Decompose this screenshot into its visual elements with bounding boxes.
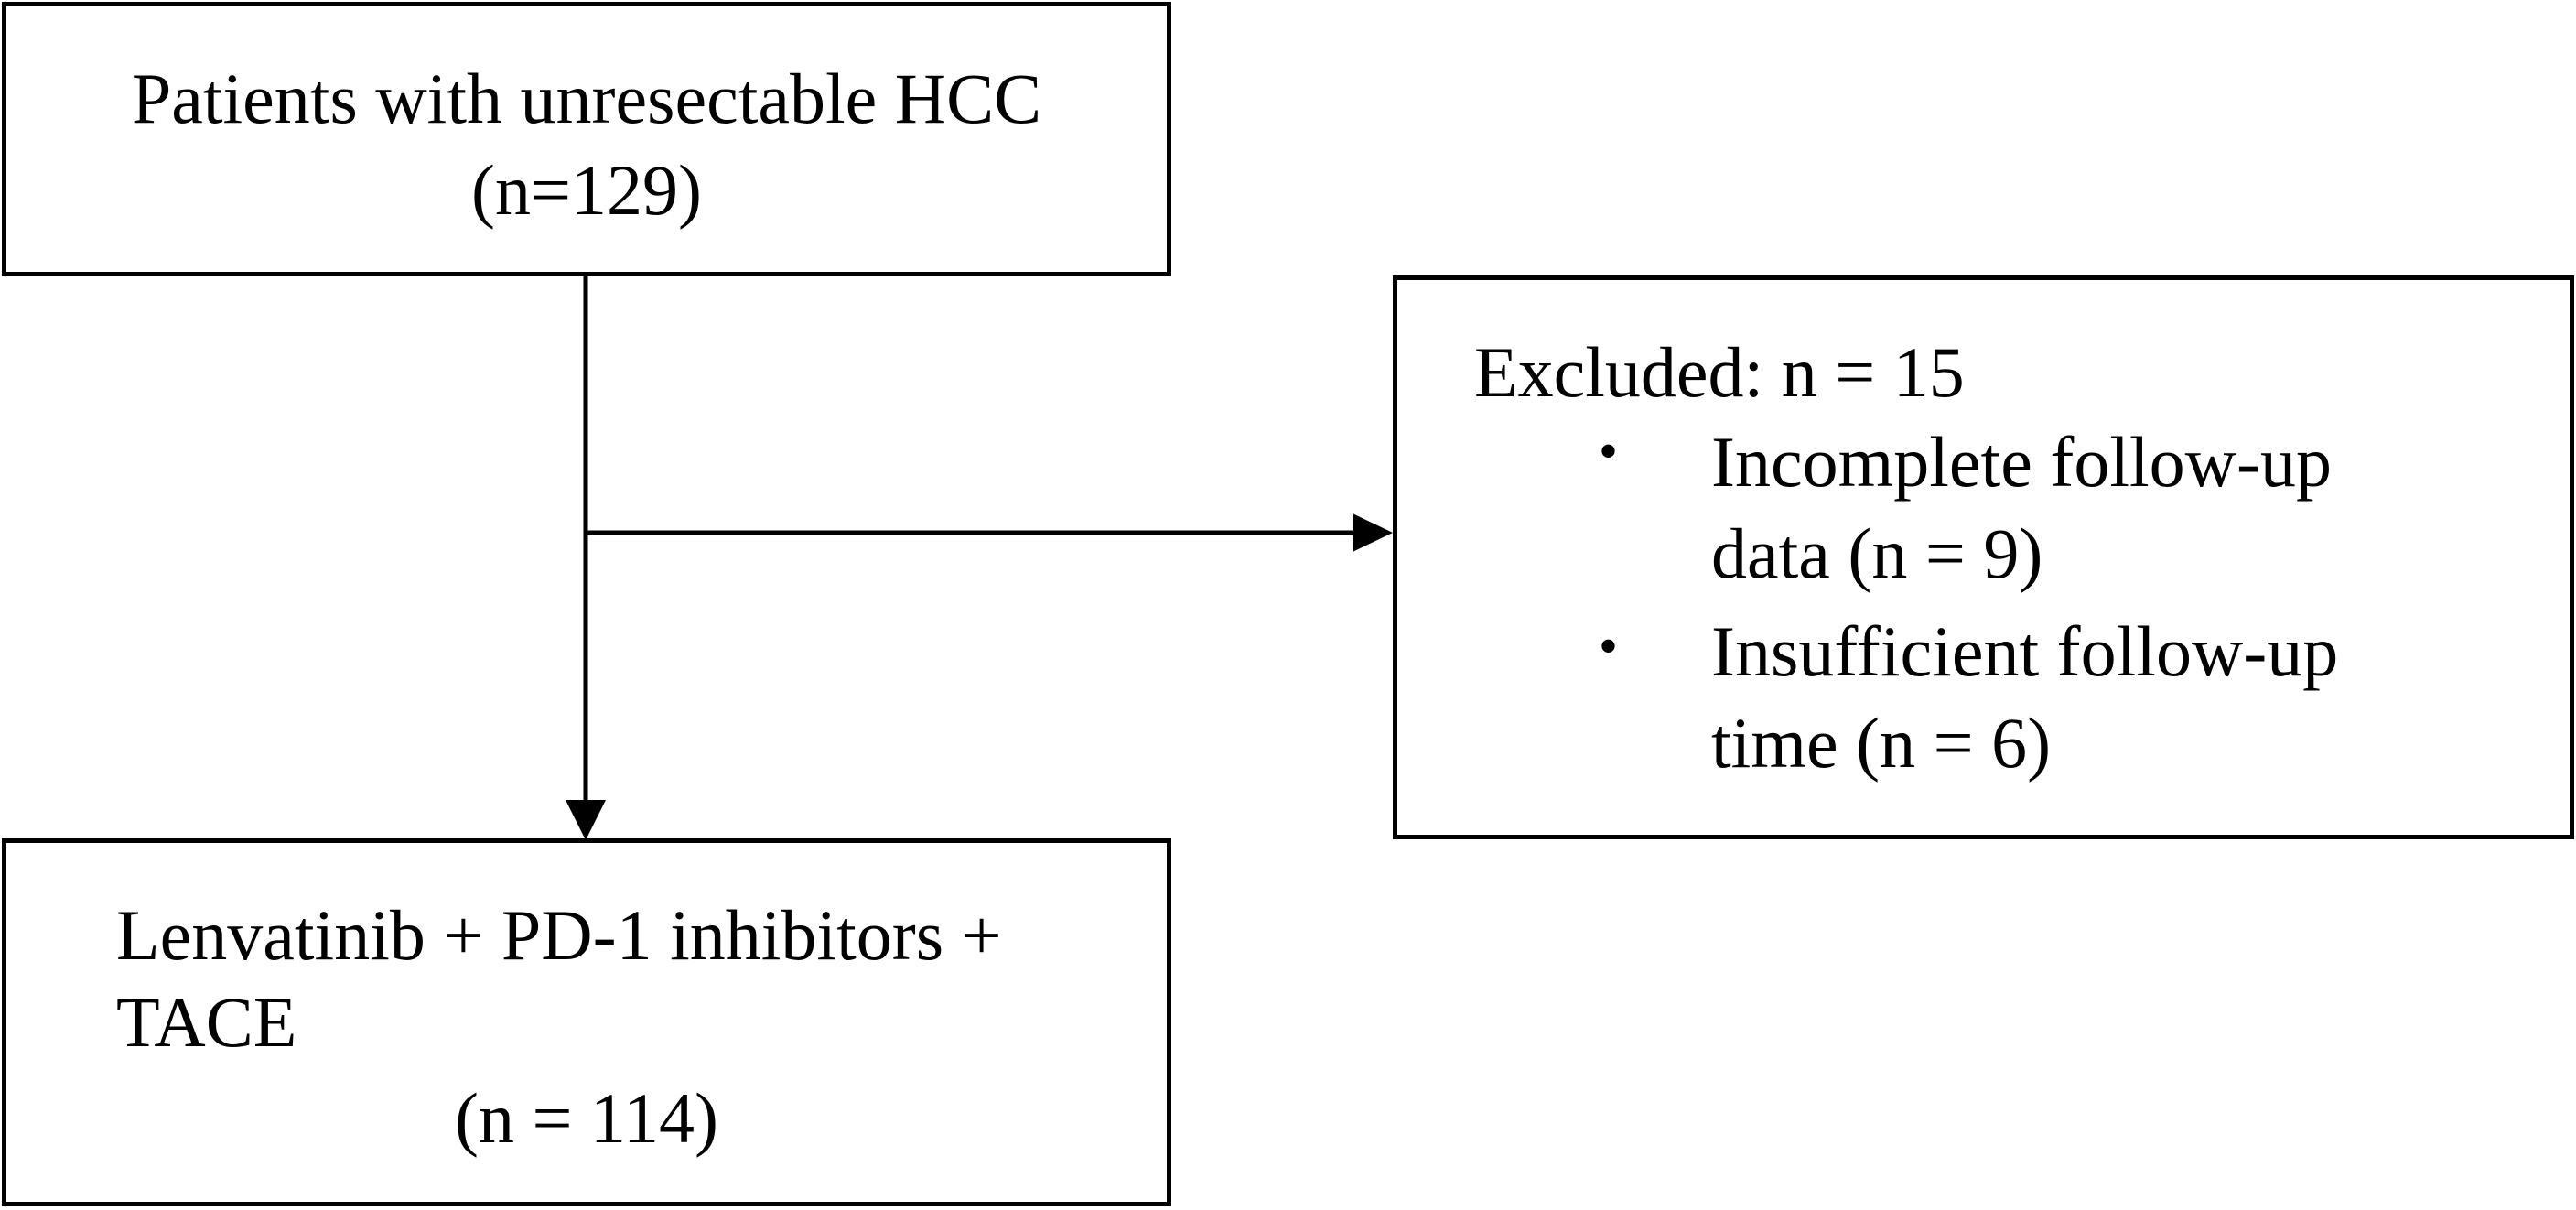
node-treatment-line1: Lenvatinib + PD-1 inhibitors + <box>116 895 1002 975</box>
excluded-item-1-line1: Incomplete follow-up <box>1711 422 2332 502</box>
node-treatment-count: (n = 114) <box>454 1078 719 1158</box>
excluded-item-2-line1: Insufficient follow-up <box>1711 611 2339 691</box>
node-patients-line1: Patients with unresectable HCC <box>131 59 1042 138</box>
node-patients-count: (n=129) <box>471 150 702 230</box>
edge-patients-to-treatment-arrowhead <box>566 800 606 840</box>
node-excluded: Excluded: n = 15 • Incomplete follow-up … <box>1393 275 2574 839</box>
edge-patients-to-excluded-arrowhead <box>1353 513 1393 552</box>
excluded-item-2-line2: time (n = 6) <box>1711 703 2052 783</box>
excluded-item-1-line2: data (n = 9) <box>1711 513 2043 593</box>
excluded-item-2-bullet: • <box>1599 616 1619 676</box>
node-patients: Patients with unresectable HCC (n=129) <box>2 2 1171 276</box>
excluded-item-1-bullet: • <box>1599 421 1619 481</box>
node-excluded-title: Excluded: n = 15 <box>1474 332 1965 412</box>
node-treatment-line2: TACE <box>116 982 297 1062</box>
node-treatment: Lenvatinib + PD-1 inhibitors + TACE (n =… <box>2 838 1171 1206</box>
